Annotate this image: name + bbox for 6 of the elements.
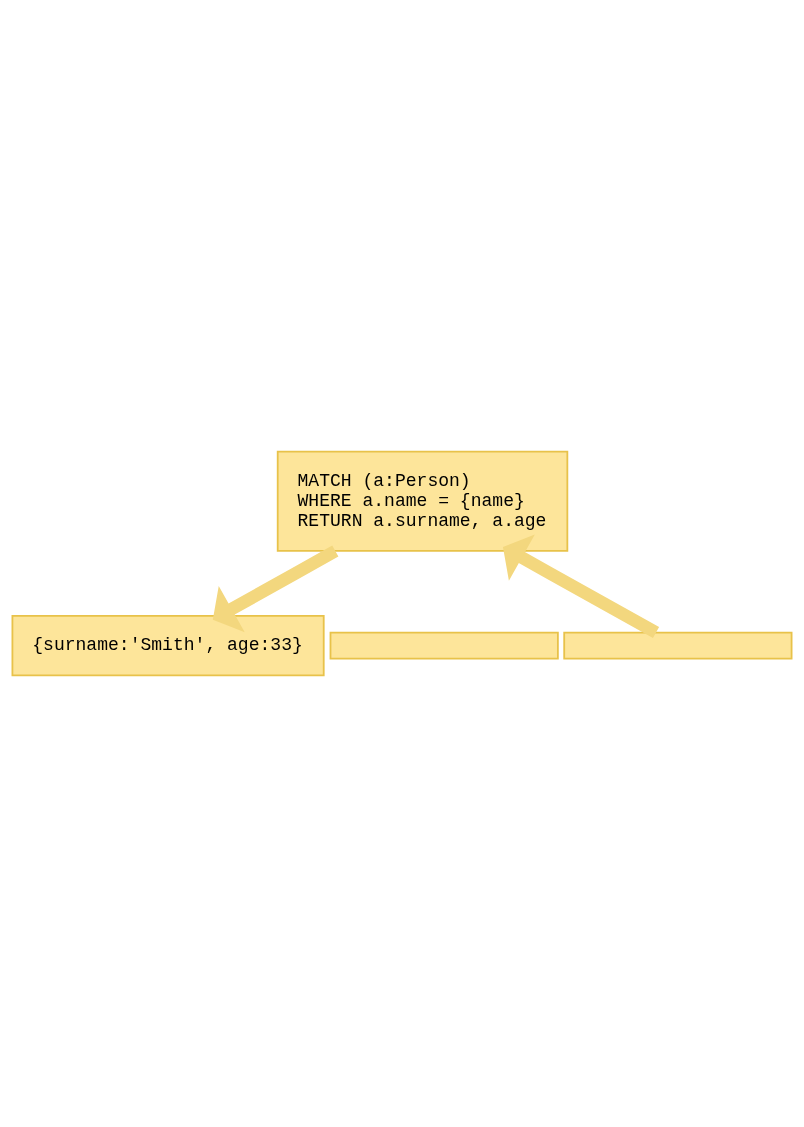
- node-box: [329, 631, 559, 660]
- node-box: [563, 631, 793, 660]
- node-box: {surname:'Smith', age:33}: [11, 614, 325, 677]
- arrow: [502, 534, 660, 639]
- arrow: [212, 545, 339, 633]
- node-box: MATCH (a:Person) WHERE a.name = {name} RETURN a.surname, a.age: [276, 450, 569, 552]
